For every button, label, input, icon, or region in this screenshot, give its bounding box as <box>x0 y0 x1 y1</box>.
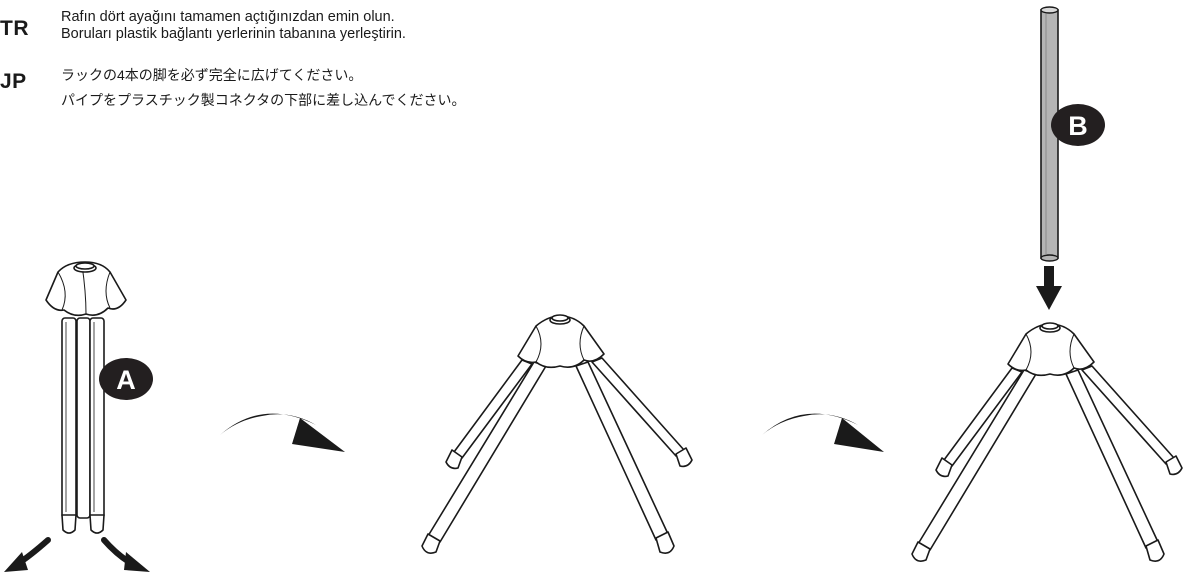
part-b-badge: B <box>1051 104 1105 146</box>
folded-leg <box>61 317 77 519</box>
instruction-tr-line-2: Boruları plastik bağlantı yerlerinin tab… <box>61 26 406 42</box>
part-a-badge: A <box>99 358 153 400</box>
instruction-tr-line-1: Rafın dört ayağını tamamen açtığınızdan … <box>61 9 395 25</box>
opened-leg <box>1081 365 1183 476</box>
opened-leg <box>421 361 547 554</box>
insert-down-arrow-icon <box>1036 266 1062 310</box>
foot-cap <box>89 514 105 534</box>
opened-stand-with-pipe <box>911 322 1183 562</box>
instruction-text-jp: ラックの4本の脚を必ず完全に広げてください。 パイプをプラスチック製コネクタの下… <box>61 63 465 113</box>
folded-leg <box>89 317 105 519</box>
folded-stand <box>45 261 127 534</box>
folded-leg <box>76 317 91 519</box>
language-code-jp: JP <box>0 70 27 93</box>
opened-leg <box>575 361 675 554</box>
language-code-tr: TR <box>0 17 29 40</box>
opened-leg <box>1065 369 1165 562</box>
step-arrow-icon <box>220 413 345 452</box>
opened-stand <box>421 314 693 554</box>
instruction-text-tr: Rafın dört ayağını tamamen açtığınızdan … <box>61 9 406 43</box>
spread-left-arrowhead <box>4 552 28 572</box>
spread-right-arrowhead <box>124 552 150 572</box>
instruction-jp-line-1: ラックの4本の脚を必ず完全に広げてください。 <box>61 67 363 83</box>
svg-text:A: A <box>116 365 136 395</box>
connector-hub <box>45 261 127 317</box>
svg-text:B: B <box>1068 111 1088 141</box>
opened-leg <box>911 369 1037 562</box>
pipe-b <box>1040 6 1059 262</box>
opened-leg <box>591 357 693 468</box>
step-arrow-icon <box>762 413 884 452</box>
foot-cap <box>61 514 77 534</box>
instruction-jp-line-2: パイプをプラスチック製コネクタの下部に差し込んでください。 <box>61 92 466 108</box>
